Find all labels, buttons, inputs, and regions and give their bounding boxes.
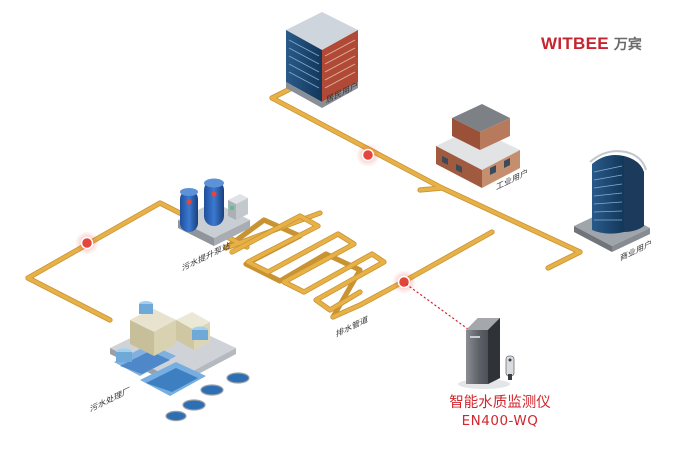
serpentine-pipe bbox=[229, 213, 387, 313]
pump-tanks-icon[interactable] bbox=[178, 178, 250, 247]
device-model: EN400-WQ bbox=[461, 413, 539, 429]
sensor-marker-icon[interactable] bbox=[75, 231, 99, 255]
sensor-marker-icon[interactable] bbox=[392, 270, 416, 294]
brand-name-en: WITBEE bbox=[541, 34, 609, 53]
sensor-marker-icon[interactable] bbox=[356, 143, 380, 167]
curved-skyscraper-icon[interactable] bbox=[574, 150, 650, 252]
treatment-plant-icon[interactable] bbox=[110, 301, 236, 396]
pipe-network bbox=[25, 85, 583, 323]
settling-ponds bbox=[165, 372, 250, 422]
device-name: 智能水质监测仪 bbox=[449, 395, 551, 411]
factory-icon[interactable] bbox=[436, 104, 520, 188]
office-tower-icon[interactable] bbox=[286, 12, 358, 108]
device-link-line bbox=[405, 283, 473, 333]
probe-icon bbox=[505, 355, 515, 380]
brand-name-cn: 万宾 bbox=[613, 37, 642, 53]
monitor-device-icon[interactable] bbox=[458, 318, 510, 389]
brand-logo: WITBEE 万宾 bbox=[541, 34, 642, 54]
